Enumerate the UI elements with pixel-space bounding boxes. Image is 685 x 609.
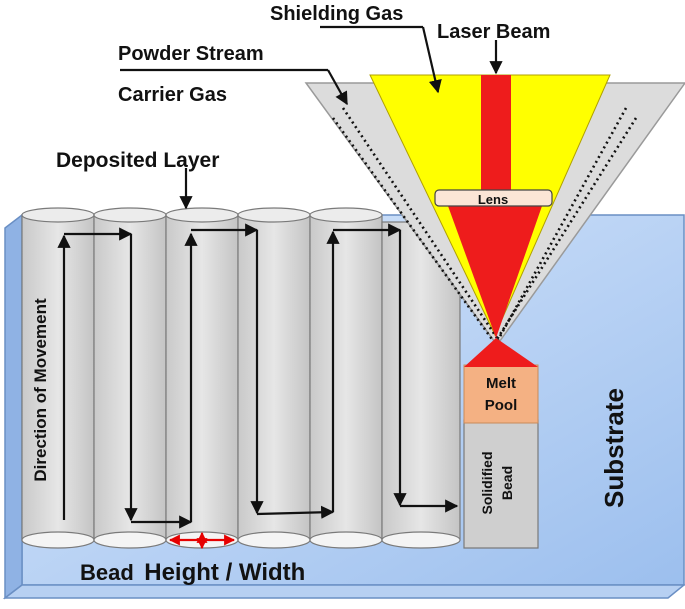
deposited-layer-label: Deposited Layer <box>56 149 219 172</box>
bead-dimension-label: Bead Height / Width <box>80 559 305 586</box>
deposited-beads <box>21 207 539 549</box>
melt-label: Melt <box>486 375 516 392</box>
substrate-label: Substrate <box>599 388 629 508</box>
bead-dimension-prefix: Bead <box>80 560 134 585</box>
laser-beam-label: Laser Beam <box>437 21 550 43</box>
laser-beam <box>448 75 542 367</box>
powder-streams <box>331 107 638 345</box>
bead-dimension-arrows <box>168 531 236 550</box>
powder-stream-label: Powder Stream <box>118 43 264 65</box>
movement-path <box>57 223 459 529</box>
melt-pool <box>463 364 539 424</box>
carrier-gas-label: Carrier Gas <box>118 84 227 106</box>
shielding-gas-label: Shielding Gas <box>270 3 403 25</box>
direction-of-movement-label: Direction of Movement <box>31 298 50 482</box>
solidified-label: Solidified <box>479 452 495 515</box>
bead-dimension-suffix: Height / Width <box>144 559 305 586</box>
leader-lines <box>120 25 503 210</box>
bead-cylinder <box>237 207 311 549</box>
lens <box>434 189 553 207</box>
pool-label: Pool <box>485 397 518 414</box>
lens-label: Lens <box>478 192 508 207</box>
bead-label: Bead <box>499 466 515 500</box>
bead-cylinder <box>309 207 383 549</box>
bead-cylinder <box>21 207 95 549</box>
bead-cylinder <box>165 207 239 549</box>
